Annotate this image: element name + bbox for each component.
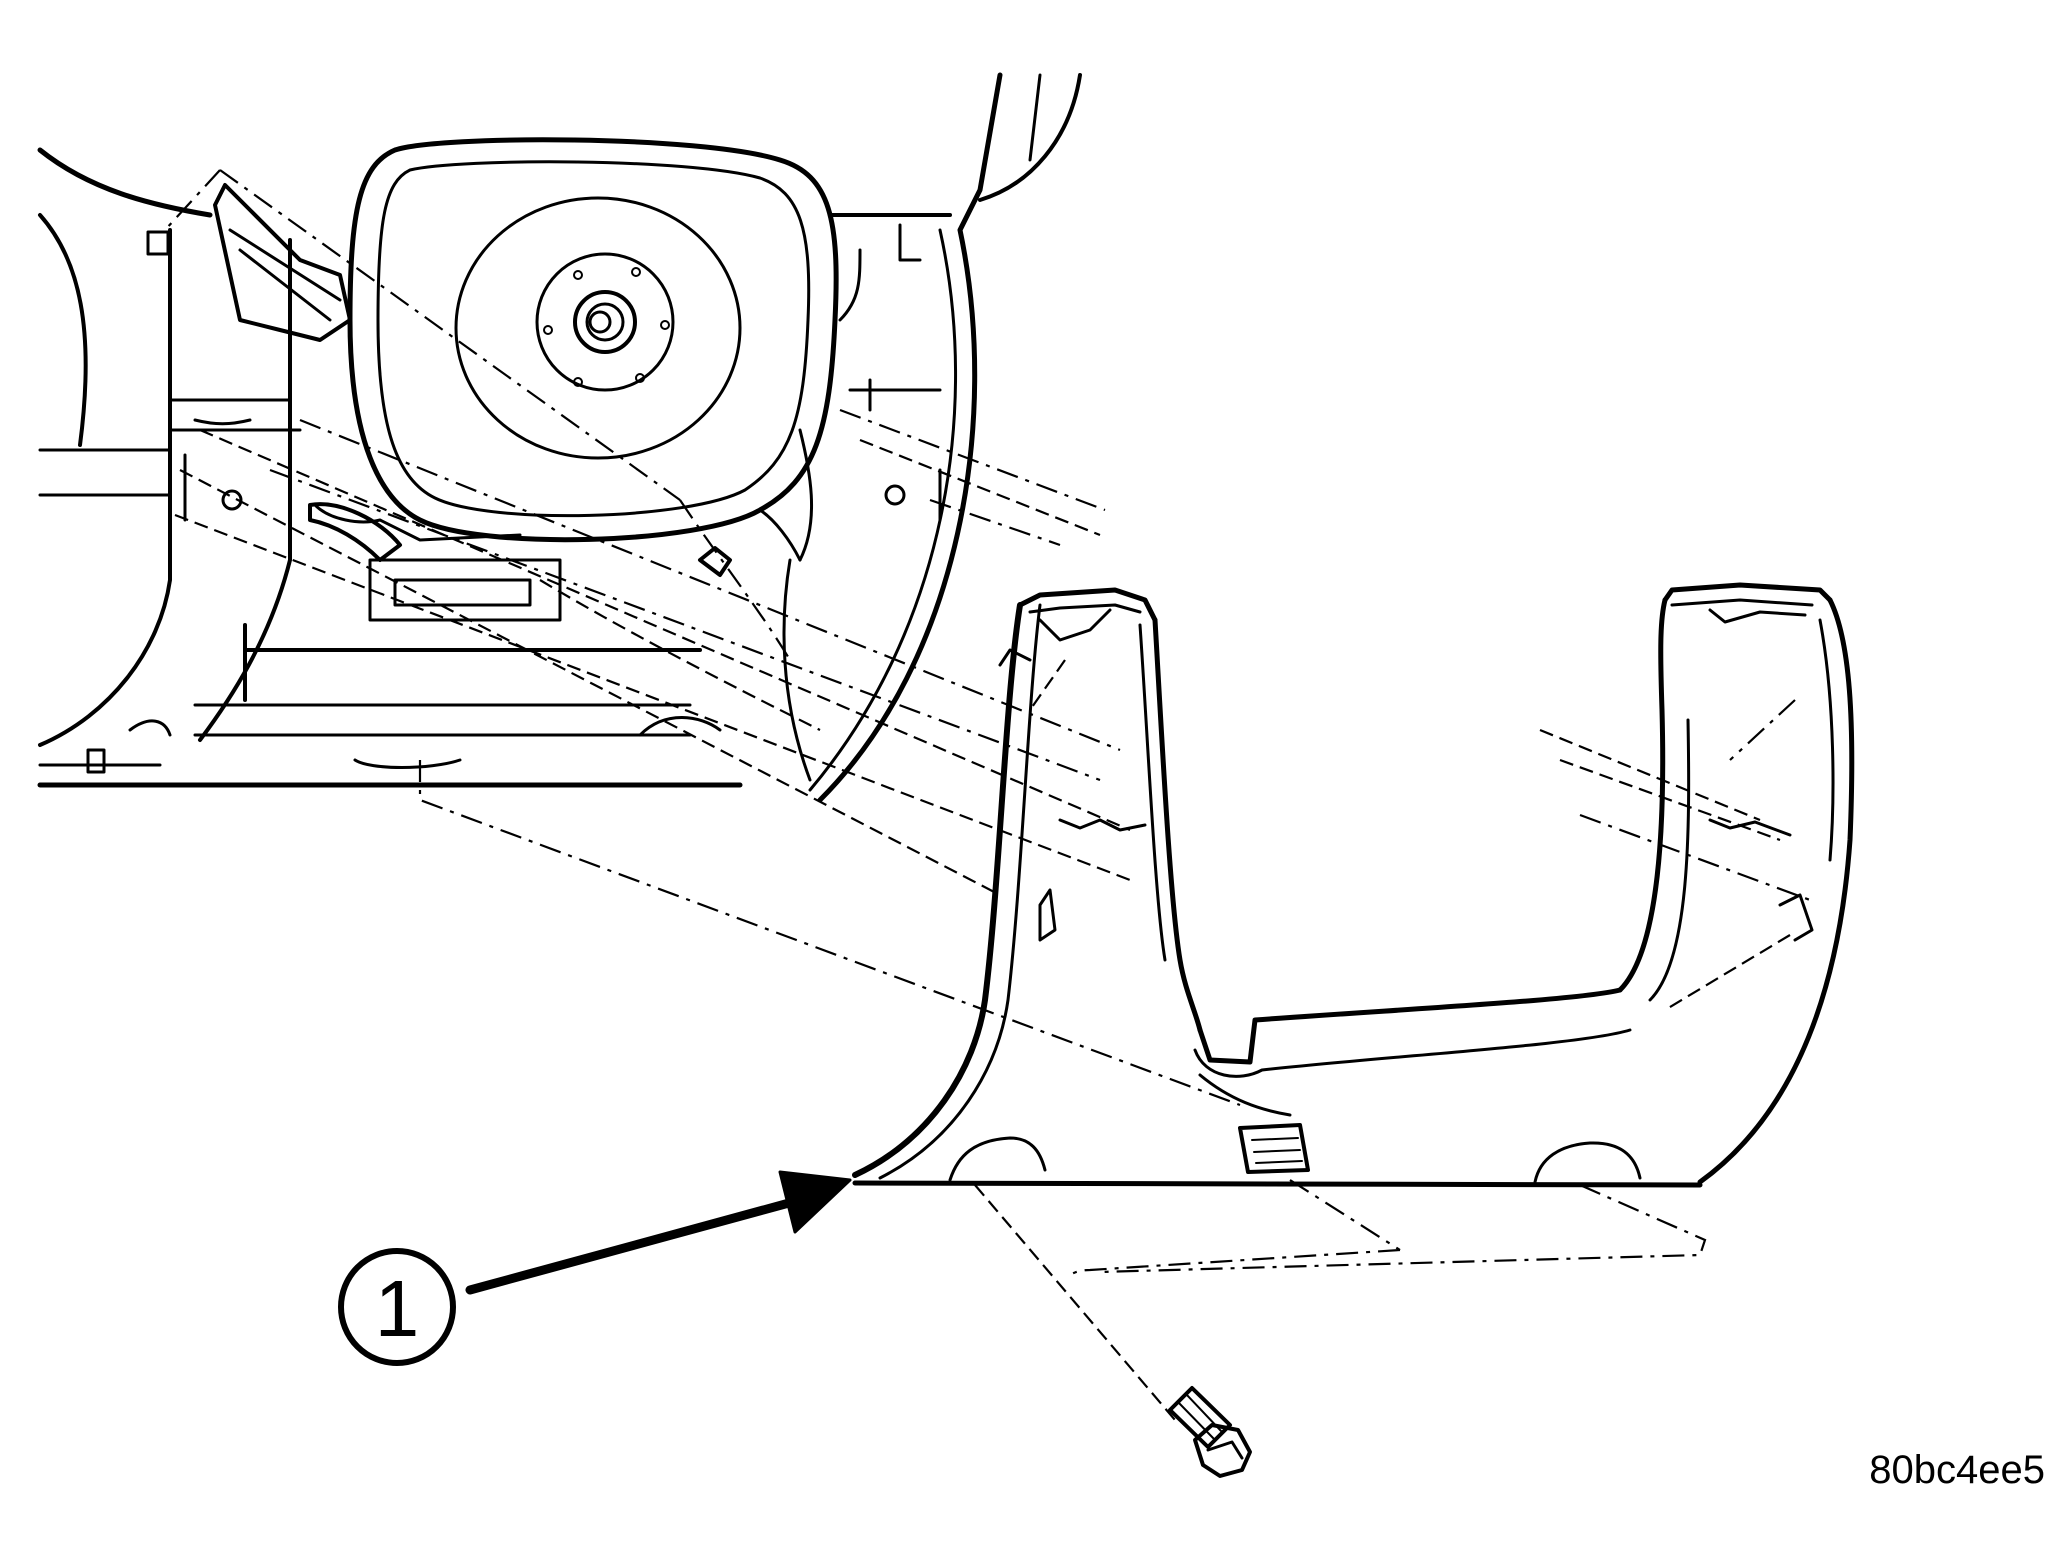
callout-arrow: [465, 1170, 852, 1295]
callout-number: 1: [375, 1264, 420, 1353]
assembly-lines: [164, 169, 1811, 1421]
instrument-panel: [37, 72, 1082, 803]
lower-shroud: [852, 582, 1855, 1188]
steering-column: [308, 137, 839, 577]
fastener-screw-icon: [1168, 1386, 1252, 1478]
callout-label: 1: [338, 1248, 456, 1366]
figure-id: 80bc4ee5: [1869, 1448, 2045, 1492]
